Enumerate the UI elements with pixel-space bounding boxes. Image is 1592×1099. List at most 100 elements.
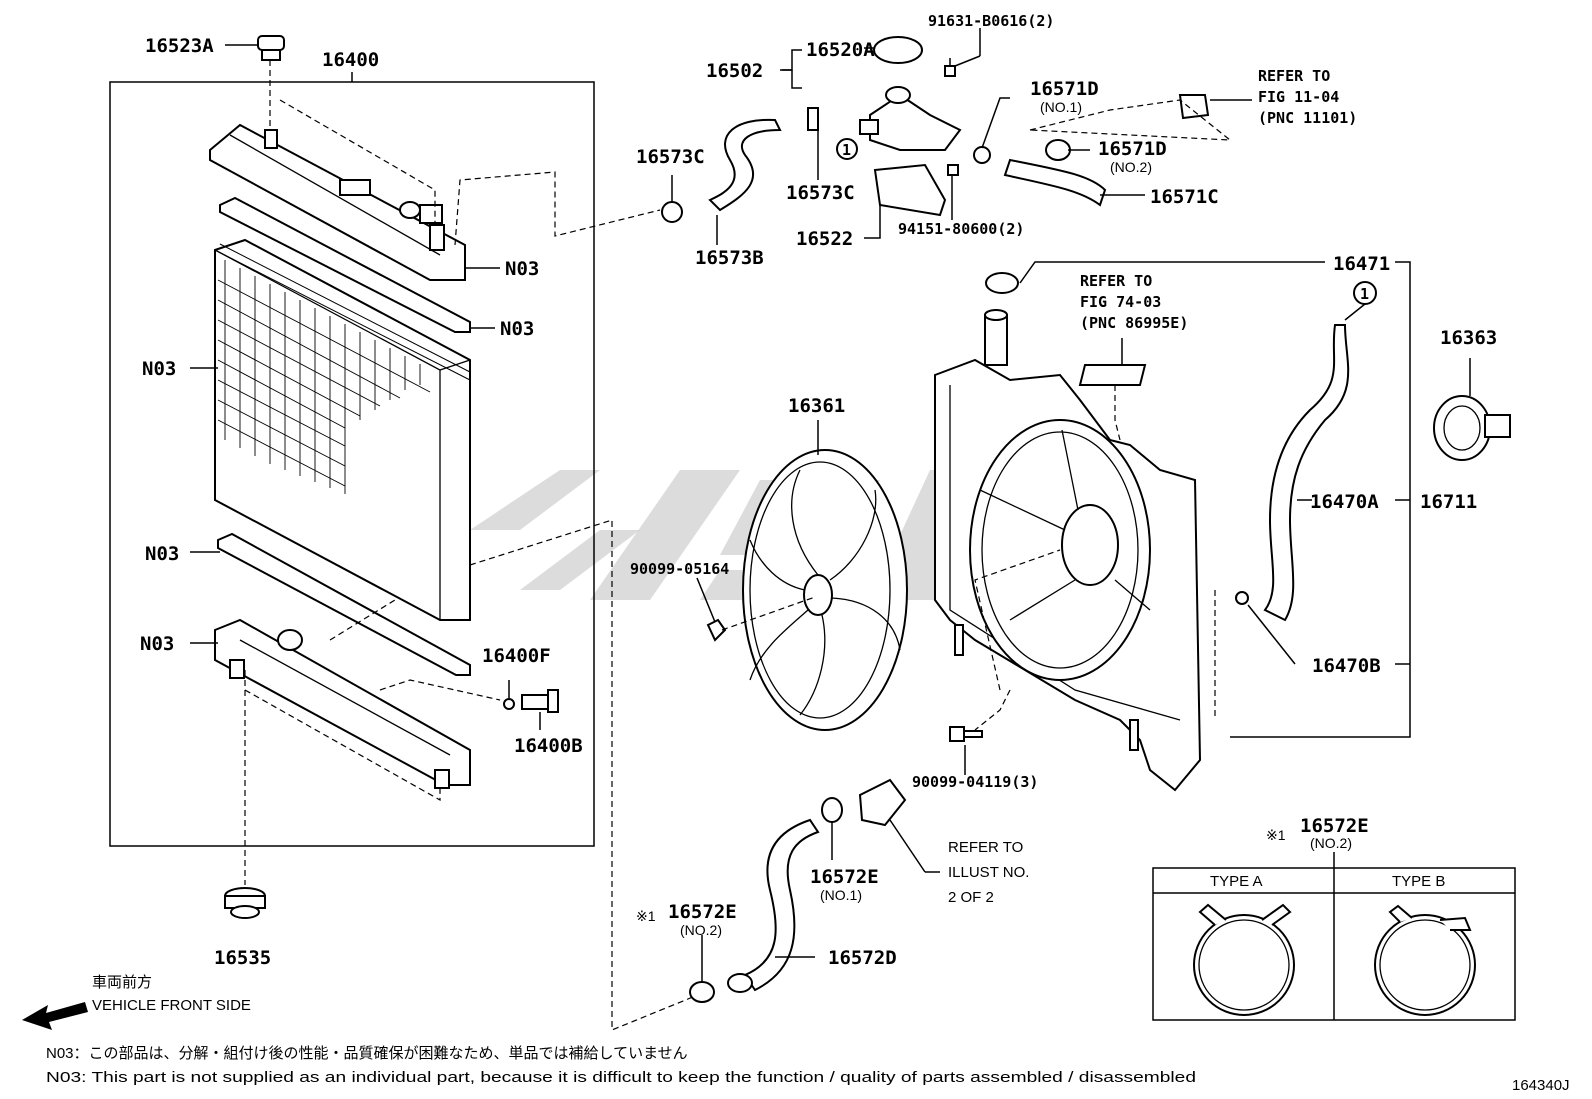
hose-16572D bbox=[743, 818, 820, 992]
type-a-header: TYPE A bbox=[1210, 873, 1263, 890]
lower-hose-group bbox=[689, 778, 940, 1003]
clip-16573C-upper bbox=[807, 107, 819, 131]
hose-16571C bbox=[1003, 158, 1107, 207]
fan-shroud-assembly bbox=[696, 261, 1411, 792]
ref-fig-11-04-line3: (PNC 11101) bbox=[1258, 109, 1357, 127]
clip-16572E-no1 bbox=[821, 797, 843, 823]
type-b-header: TYPE B bbox=[1392, 873, 1445, 890]
clip-16571D-no2 bbox=[1045, 139, 1071, 161]
label-16572D: 16572D bbox=[828, 947, 897, 969]
clip-type-a-icon bbox=[1193, 903, 1295, 1016]
vehicle-front-arrow bbox=[22, 1002, 88, 1030]
label-16572E-no1: 16572E bbox=[810, 866, 879, 888]
radiator-mount-cushion-top bbox=[257, 35, 285, 61]
radiator-mount-cushion-bottom bbox=[224, 887, 266, 919]
bolt-90099-04119 bbox=[949, 726, 983, 742]
circle-label-1a: 1 bbox=[842, 141, 851, 159]
overflow-hose-group: 1 bbox=[1214, 281, 1377, 720]
caution-label bbox=[1078, 364, 1147, 386]
motor-mount bbox=[1061, 504, 1119, 586]
label-94151-80600: 94151-80600(2) bbox=[898, 220, 1024, 238]
label-n03-lower-tank: N03 bbox=[140, 633, 174, 655]
label-16711: 16711 bbox=[1420, 491, 1477, 513]
connector-ref-circle bbox=[836, 138, 858, 160]
bolt-91631 bbox=[944, 58, 956, 77]
label-16572E-no2-lower-sub: (NO.2) bbox=[680, 922, 722, 938]
cooling-fan bbox=[742, 449, 908, 731]
label-asterisk-lower: ※1 bbox=[636, 908, 656, 924]
ref-fig-74-03-line2: FIG 74-03 bbox=[1080, 293, 1161, 311]
reservoir-neck bbox=[984, 314, 1008, 366]
label-16470A: 16470A bbox=[1310, 491, 1379, 513]
label-16572E-no2-lower: 16572E bbox=[668, 901, 737, 923]
label-16572E-no2-box: 16572E bbox=[1300, 815, 1369, 837]
reservoir-cap bbox=[985, 272, 1019, 294]
hose-16573B bbox=[708, 118, 782, 212]
note-en: N03: This part is not supplied as an ind… bbox=[46, 1069, 1196, 1086]
label-16572E-no1-sub: (NO.1) bbox=[820, 887, 862, 903]
direction-jp: 車両前方 bbox=[92, 974, 152, 991]
label-91631-B0616: 91631-B0616(2) bbox=[928, 12, 1054, 30]
clip-type-b-icon bbox=[1374, 904, 1476, 1016]
label-16571D-no2-sub: (NO.2) bbox=[1110, 159, 1152, 175]
upper-gasket bbox=[219, 196, 471, 333]
clip-16572E-lower bbox=[689, 981, 715, 1003]
clip-16573C-lower bbox=[661, 201, 683, 223]
filler-neck bbox=[869, 93, 962, 151]
label-n03-core: N03 bbox=[142, 358, 176, 380]
note-jp: N03：この部品は、分解・組付け後の性能・品質確保が困難なため、単品では補給して… bbox=[46, 1044, 688, 1062]
radiator-assembly bbox=[109, 35, 711, 1031]
label-16571D-no2: 16571D bbox=[1098, 138, 1167, 160]
drain-plug bbox=[503, 689, 559, 713]
radiator-core bbox=[214, 238, 471, 621]
label-16571D-no1: 16571D bbox=[1030, 78, 1099, 100]
fan-motor-16363 bbox=[1433, 358, 1511, 461]
label-16571D-no1-sub: (NO.1) bbox=[1040, 99, 1082, 115]
ref-fig-74-03-line1: REFER TO bbox=[1080, 272, 1152, 290]
label-16573C-left: 16573C bbox=[636, 146, 705, 168]
hose-end-ref bbox=[1178, 94, 1210, 120]
label-n03-lower-gasket: N03 bbox=[145, 543, 179, 565]
water-outlet bbox=[858, 778, 907, 827]
upper-tank bbox=[209, 123, 466, 281]
label-16361: 16361 bbox=[788, 395, 845, 417]
label-16535: 16535 bbox=[214, 947, 271, 969]
bracket-16522 bbox=[873, 163, 947, 217]
label-16523A: 16523A bbox=[145, 35, 214, 57]
label-n03-upper-gasket: N03 bbox=[500, 318, 534, 340]
label-16400F: 16400F bbox=[482, 645, 551, 667]
label-16400: 16400 bbox=[322, 49, 379, 71]
label-16471: 16471 bbox=[1333, 253, 1390, 275]
circle-label-1b: 1 bbox=[1360, 285, 1369, 303]
hose-end-lower bbox=[727, 973, 753, 993]
label-asterisk-box: ※1 bbox=[1266, 827, 1286, 843]
ref-fig-74-03-line3: (PNC 86995E) bbox=[1080, 314, 1188, 332]
nut-94151 bbox=[947, 164, 959, 176]
label-16571C: 16571C bbox=[1150, 186, 1219, 208]
ref-fig-11-04-line1: REFER TO bbox=[1258, 67, 1330, 85]
ref-illust-line2: ILLUST NO. bbox=[948, 864, 1029, 881]
label-16520A: 16520A bbox=[806, 39, 875, 61]
diagram-id: 164340J bbox=[1512, 1077, 1570, 1094]
direction-en: VEHICLE FRONT SIDE bbox=[92, 997, 251, 1014]
label-16470B: 16470B bbox=[1312, 655, 1381, 677]
label-n03-upper-tank: N03 bbox=[505, 258, 539, 280]
radiator-cap bbox=[873, 36, 923, 64]
overflow-hose-16470A bbox=[1263, 324, 1350, 622]
label-16363: 16363 bbox=[1440, 327, 1497, 349]
label-90099-04119: 90099-04119(3) bbox=[912, 773, 1038, 791]
clip-16470B bbox=[1235, 591, 1249, 605]
ref-illust-line3: 2 OF 2 bbox=[948, 889, 994, 906]
label-16573C-center: 16573C bbox=[786, 182, 855, 204]
label-16400B: 16400B bbox=[514, 735, 583, 757]
clip-type-table bbox=[1152, 852, 1516, 1021]
clip-16571D-no1 bbox=[973, 146, 991, 164]
filler-neck-group: 1 bbox=[661, 28, 1252, 245]
label-16572E-no2-box-sub: (NO.2) bbox=[1310, 835, 1352, 851]
ref-illust-line1: REFER TO bbox=[948, 839, 1023, 856]
label-90099-05164: 90099-05164 bbox=[630, 560, 729, 578]
ref-fig-11-04-line2: FIG 11-04 bbox=[1258, 88, 1339, 106]
label-16522: 16522 bbox=[796, 228, 853, 250]
lower-gasket bbox=[217, 532, 471, 676]
